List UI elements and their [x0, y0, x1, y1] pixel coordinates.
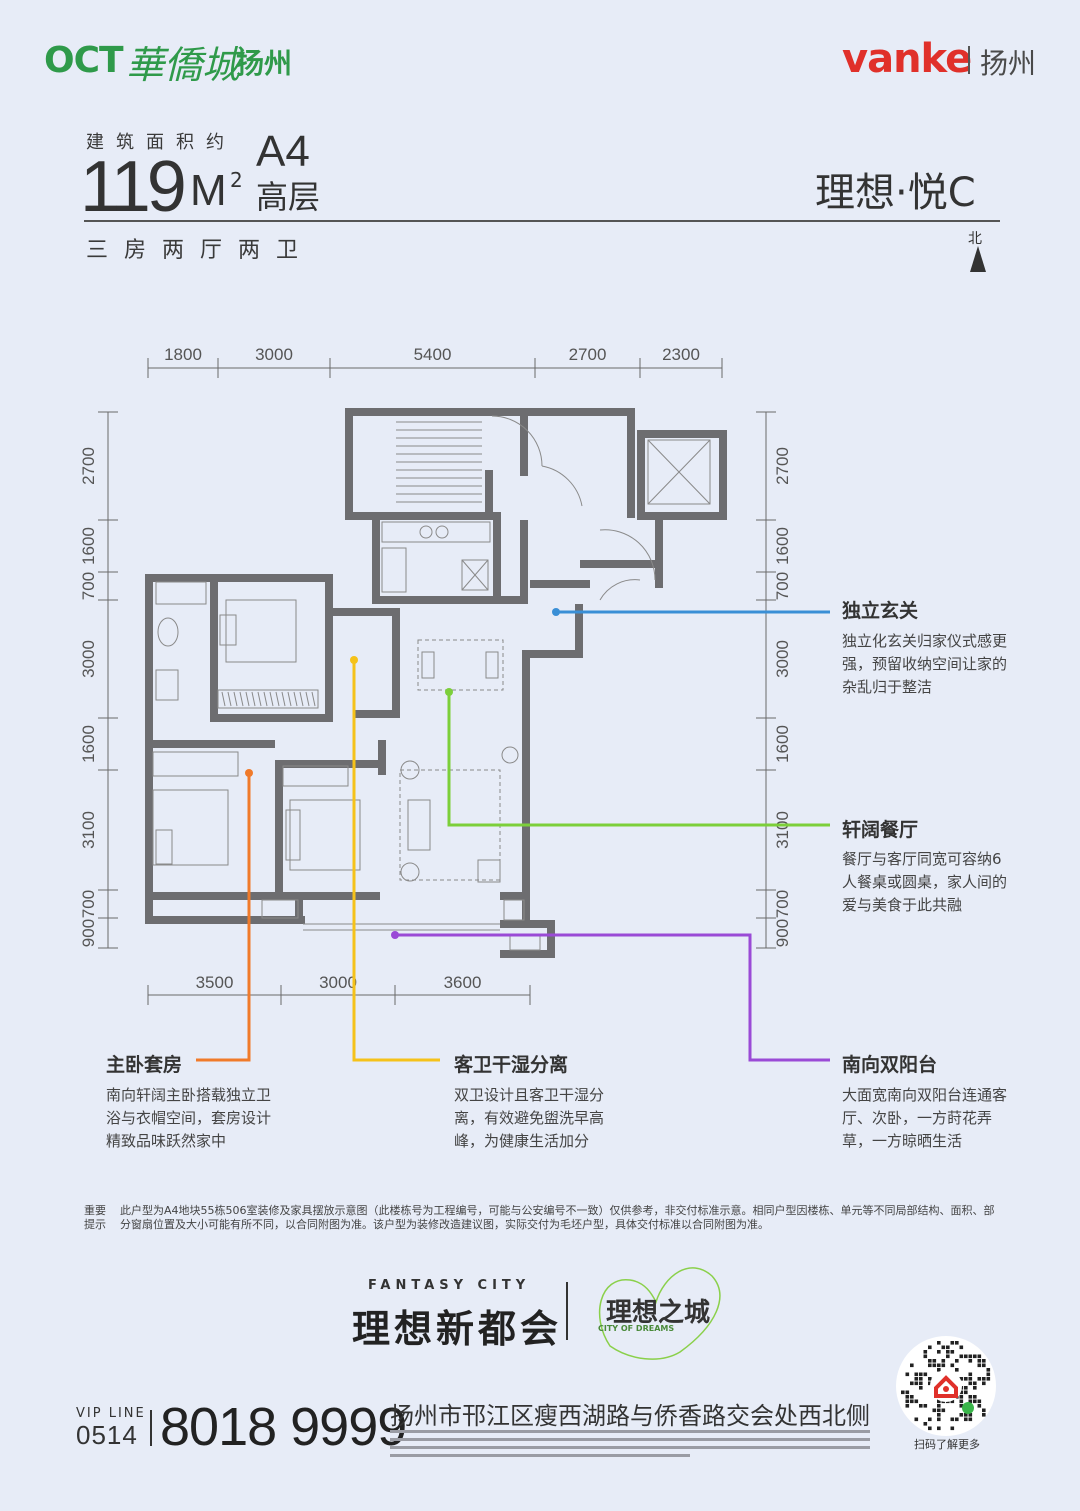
north-label: 北 — [968, 231, 982, 247]
north-arrow-icon — [970, 246, 986, 272]
unit-floor: 高层 — [256, 178, 321, 216]
dream-title: 理想新都会 — [352, 1307, 563, 1351]
header-divider — [84, 220, 1000, 222]
dim-left-label: 700 — [79, 890, 98, 918]
area-label: 建筑面积约 — [86, 132, 236, 153]
vip-line-label: VIP LINE — [76, 1406, 146, 1421]
dim-left-label: 700 — [79, 572, 98, 600]
unit-name: 理想·悦C — [815, 170, 976, 216]
dim-bottom-label: 3500 — [196, 973, 234, 992]
dim-left-label: 2700 — [79, 447, 98, 485]
feature-foyer-desc: 独立化玄关归家仪式感更强，预留收纳空间让家的杂乱归于整洁 — [842, 632, 1008, 696]
feature-dining-desc: 餐厅与客厅同宽可容纳6人餐桌或圆桌，家人间的爱与美食于此共融 — [842, 850, 1008, 914]
oct-logo: OCT — [44, 40, 124, 81]
phone-number[interactable]: 8018 9999 — [160, 1397, 407, 1457]
dim-top-label: 3000 — [255, 345, 293, 364]
vanke-divider — [968, 46, 970, 74]
oct-city: 扬州 — [236, 47, 293, 80]
qr-label: 扫码了解更多 — [914, 1438, 980, 1451]
feature-guestbath-title: 客卫干湿分离 — [454, 1054, 569, 1076]
dim-left-label: 3100 — [79, 811, 98, 849]
dim-top-label: 5400 — [414, 345, 452, 364]
unit-code: A4 — [256, 127, 310, 176]
feature-balcony-desc: 大面宽南向双阳台连通客厅、次卧，一方莳花弄草，一方晾晒生活 — [842, 1086, 1008, 1150]
wall-lines — [145, 408, 727, 958]
area-unit-sup: 2 — [230, 168, 243, 192]
dim-right-label: 1600 — [773, 527, 792, 565]
oct-cn-logo: 華僑城 — [126, 43, 241, 87]
address: 扬州市邗江区瘦西湖路与侨香路交会处西北侧 — [390, 1402, 870, 1430]
dim-bottom-label: 3000 — [319, 973, 357, 992]
vanke-city: 扬州 — [980, 47, 1037, 80]
dim-right-label: 3100 — [773, 811, 792, 849]
dim-right-label: 900 — [773, 919, 792, 947]
city-of-dreams-cn: 理想之城 — [606, 1298, 711, 1328]
notice-label: 重要提示 — [84, 1204, 106, 1231]
city-of-dreams-en: CITY OF DREAMS — [598, 1324, 675, 1333]
dimension-lines — [107, 367, 767, 996]
dim-right-label: 700 — [773, 572, 792, 600]
rooms-label: 三房两厅两卫 — [86, 238, 315, 263]
fantasy-city-label: FANTASY CITY — [368, 1278, 531, 1293]
dim-left-label: 1600 — [79, 725, 98, 763]
furniture-outlines — [152, 415, 711, 951]
feature-balcony-title: 南向双阳台 — [842, 1054, 938, 1076]
dim-right-label: 2700 — [773, 447, 792, 485]
qr-code-icon — [901, 1341, 991, 1431]
area-code: 0514 — [76, 1420, 138, 1450]
dim-top-label: 1800 — [164, 345, 202, 364]
feature-master-title: 主卧套房 — [106, 1054, 183, 1076]
floor-plan: 1800 3000 5400 2700 2300 3500 3000 3600 2700 1600… — [79, 345, 830, 1062]
dim-top-label: 2700 — [569, 345, 607, 364]
dim-right-label: 700 — [773, 890, 792, 918]
feature-dining-title: 轩阔餐厅 — [842, 819, 919, 841]
phone-divider — [150, 1410, 152, 1446]
feature-foyer-title: 独立玄关 — [842, 600, 919, 622]
brand-divider — [566, 1282, 568, 1340]
qr-code[interactable] — [896, 1336, 996, 1436]
callout-dots — [245, 608, 560, 939]
dim-left-label: 3000 — [79, 640, 98, 678]
fineprint-block — [390, 1430, 870, 1457]
dim-left-label: 1600 — [79, 527, 98, 565]
feature-guestbath-desc: 双卫设计且客卫干湿分离，有效避免盥洗早高峰，为健康生活加分 — [454, 1086, 605, 1150]
dim-left-label: 900 — [79, 919, 98, 947]
dim-top-label: 2300 — [662, 345, 700, 364]
notice-text: 此户型为A4地块55栋506室装修及家具摆放示意图（此楼栋号为工程编号，可能与公… — [120, 1204, 995, 1231]
vanke-logo: vanke — [842, 36, 972, 82]
heart-outline-icon — [598, 1267, 721, 1360]
callout-lines — [196, 610, 830, 1062]
dim-right-label: 1600 — [773, 725, 792, 763]
area-value: 119 — [80, 147, 187, 227]
dim-right-label: 3000 — [773, 640, 792, 678]
area-unit: M — [190, 166, 227, 215]
dim-bottom-label: 3600 — [444, 973, 482, 992]
feature-master-desc: 南向轩阔主卧搭载独立卫浴与衣帽空间，套房设计精致品味跃然家中 — [106, 1086, 272, 1150]
